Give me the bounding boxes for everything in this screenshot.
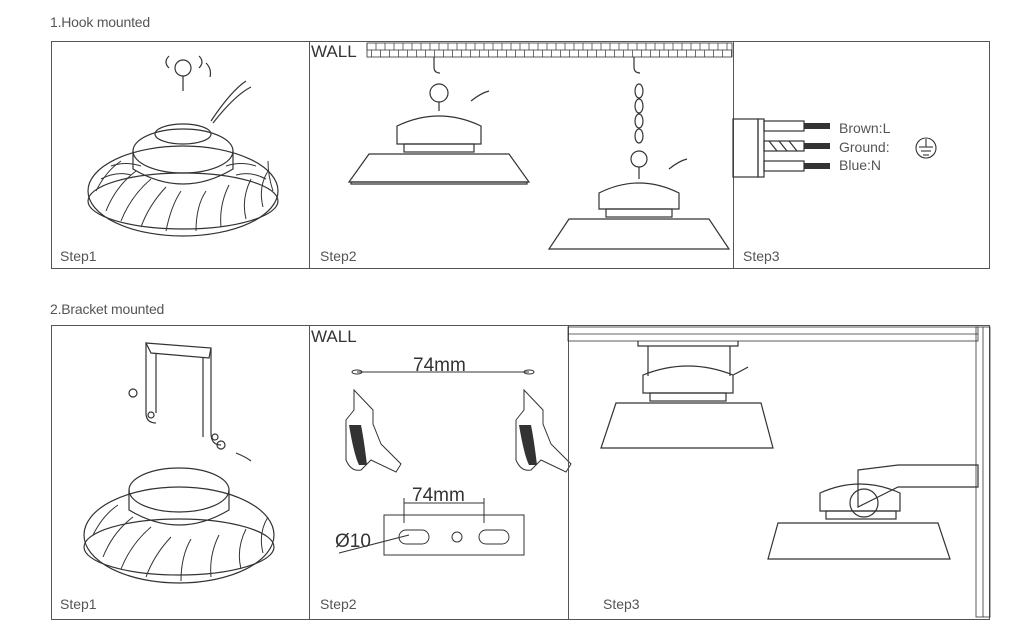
dim-bottom-label: 74mm bbox=[412, 485, 465, 506]
hook-step2-label: Step2 bbox=[320, 248, 357, 264]
ground-wire-label: Ground: bbox=[839, 139, 890, 155]
bracket-step1-label: Step1 bbox=[60, 596, 97, 612]
bracket-step3-label: Step3 bbox=[603, 596, 640, 612]
hole-diameter-label: Ø10 bbox=[335, 531, 371, 552]
section-title-hook: 1.Hook mounted bbox=[50, 14, 150, 30]
hook-step3-wiring: Brown:L Ground: Blue:N bbox=[732, 118, 937, 178]
bracket-step2-label: Step2 bbox=[320, 596, 357, 612]
dim-top-label: 74mm bbox=[413, 355, 466, 376]
hook-step3-label: Step3 bbox=[743, 248, 780, 264]
bracket-step3-panel bbox=[568, 325, 990, 620]
blue-wire-end bbox=[804, 163, 830, 169]
hook-step1-label: Step1 bbox=[60, 248, 97, 264]
ground-symbol-icon bbox=[915, 137, 937, 159]
blue-wire-label: Blue:N bbox=[839, 157, 881, 173]
ground-wire-end bbox=[804, 143, 830, 149]
brown-wire-label: Brown:L bbox=[839, 120, 891, 136]
brown-wire-end bbox=[804, 123, 830, 129]
section-title-bracket: 2.Bracket mounted bbox=[50, 301, 165, 317]
bracket-step1-illustration bbox=[83, 342, 275, 584]
bracket-step2-illustration: WALL 74mm 74mm Ø10 bbox=[311, 327, 572, 556]
hook-step1-illustration bbox=[87, 55, 279, 237]
bracket-wall-label: WALL bbox=[311, 327, 357, 346]
hook-step2-illustration: WALL bbox=[311, 42, 733, 250]
bracket-step3-illustration bbox=[567, 326, 991, 618]
hook-wall-label: WALL bbox=[311, 42, 357, 61]
